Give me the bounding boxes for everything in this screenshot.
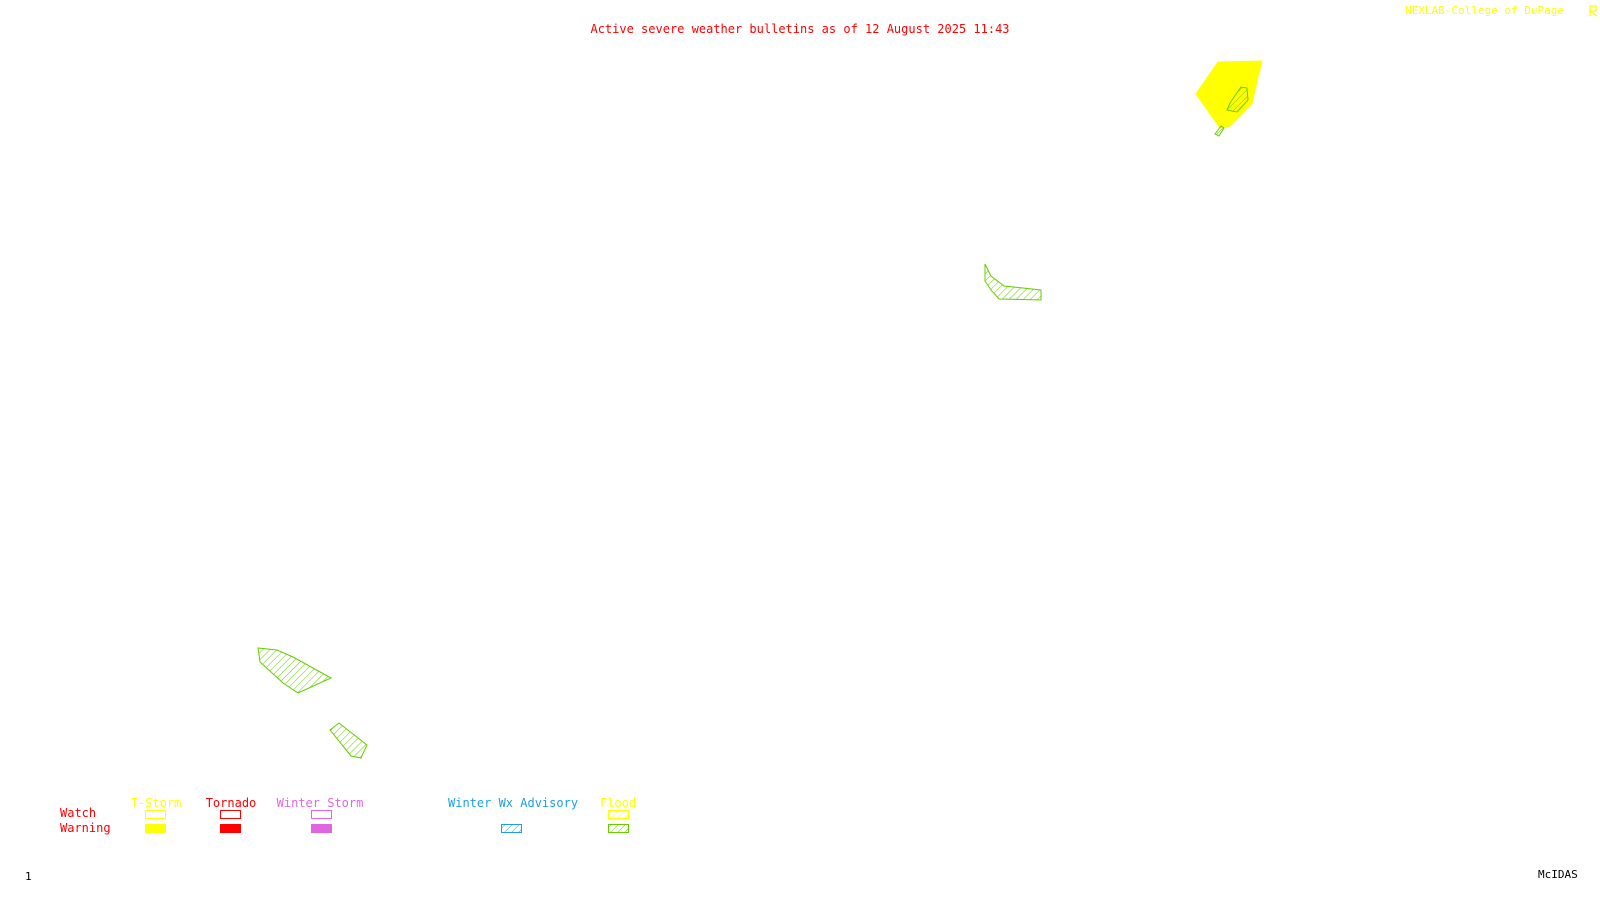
legend-winter-storm-warning-swatch — [311, 824, 332, 833]
frame-number: 1 — [25, 870, 32, 883]
legend-tornado-label: Tornado — [205, 796, 257, 810]
tstorm-warning-northeast — [1195, 60, 1263, 129]
flood-warning-southwest-2 — [329, 722, 368, 759]
legend-flood-watch-swatch — [608, 810, 629, 819]
legend-winter-storm-label: Winter Storm — [276, 796, 364, 810]
corner-mark-icon — [1589, 5, 1598, 17]
flood-warning-northeast-2 — [1214, 125, 1225, 137]
legend-watch-label: Watch — [60, 806, 97, 820]
legend-flood-warning-swatch — [608, 824, 629, 833]
credit-label: NEXLAB-College of DuPage — [1405, 4, 1564, 17]
legend-tornado-watch-swatch — [220, 810, 241, 819]
legend-tstorm-warning-swatch — [145, 824, 166, 833]
legend-tstorm-label: T-Storm — [130, 796, 182, 810]
software-label: McIDAS — [1538, 868, 1578, 881]
legend-warning-label: Warning — [60, 821, 111, 835]
legend-winter-wx-advisory-swatch — [501, 824, 522, 833]
legend-tornado-warning-swatch — [220, 824, 241, 833]
bulletin-title: Active severe weather bulletins as of 12… — [590, 22, 1010, 36]
legend-winter-storm-watch-swatch — [311, 810, 332, 819]
legend-winter-wx-advisory-label: Winter Wx Advisory — [448, 796, 579, 810]
legend-flood-label: Flood — [599, 796, 637, 810]
flood-warning-northeast-1 — [1226, 86, 1249, 113]
flood-warning-southwest-1 — [257, 647, 333, 694]
flood-warning-central — [984, 263, 1042, 301]
legend-tstorm-watch-swatch — [145, 810, 166, 819]
